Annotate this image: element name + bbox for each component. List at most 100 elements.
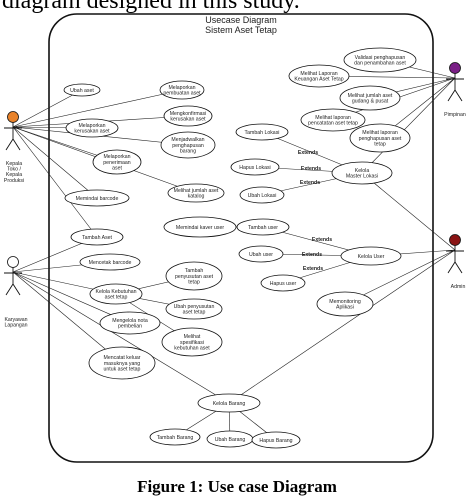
usecase-label: Hapus Barang bbox=[259, 438, 292, 444]
usecase-label: Kelola Barang bbox=[213, 401, 246, 407]
usecase-label: katalog bbox=[188, 194, 205, 200]
usecase-label: Ubah user bbox=[249, 252, 273, 258]
usecase-tambah-barang: Tambah Barang bbox=[149, 428, 201, 446]
usecase-ellipse bbox=[159, 80, 205, 100]
usecase-label: aset tetap bbox=[105, 295, 128, 301]
usecase-ellipse bbox=[89, 283, 143, 305]
usecase-label: Mengkonfirmasi bbox=[170, 111, 207, 117]
usecase-ellipse bbox=[165, 261, 223, 291]
usecase-ellipse bbox=[65, 118, 119, 138]
usecase-hapus-user: Hapus user bbox=[260, 274, 306, 292]
usecase-label: gudang & pusat bbox=[352, 99, 389, 105]
usecase-label: Melihat laporan bbox=[315, 115, 351, 121]
usecase-ellipse bbox=[92, 149, 142, 175]
actor-leg bbox=[5, 138, 14, 151]
usecase-label: spesifikasi bbox=[180, 340, 204, 346]
usecase-label: aset tetap bbox=[183, 310, 206, 316]
usecase-kelola-user: Kelola User bbox=[340, 246, 402, 266]
usecase-hapus-lokasi: Hapus Lokasi bbox=[230, 158, 280, 176]
usecase-label: Kelola bbox=[355, 168, 370, 174]
usecase-label: Melihat bbox=[184, 334, 201, 340]
usecase-ellipse bbox=[167, 183, 225, 203]
usecase-label: Mencatat keluar bbox=[104, 355, 141, 361]
usecase-label: pembelian bbox=[118, 324, 142, 330]
association-line bbox=[361, 77, 456, 174]
usecase-ellipse bbox=[235, 123, 289, 141]
usecase-ellipse bbox=[343, 47, 417, 73]
actor-head bbox=[449, 234, 461, 246]
association-line bbox=[12, 89, 183, 128]
usecase-label: Tambah Aset bbox=[82, 235, 113, 241]
usecase-label: Hapus Lokasi bbox=[239, 165, 270, 171]
usecase-label: Melihat Laporan bbox=[300, 71, 337, 77]
usecase-ellipse bbox=[149, 428, 201, 446]
usecase-ellipse bbox=[161, 327, 223, 357]
usecase-memindai-barcode-b: Memindai kaver user bbox=[163, 216, 237, 238]
usecase-label: Memindai kaver user bbox=[176, 225, 224, 231]
usecase-ellipse bbox=[251, 431, 301, 449]
actor-leg bbox=[5, 283, 14, 296]
diagram-title: Usecase Diagram bbox=[205, 15, 277, 25]
usecase-ellipse bbox=[230, 158, 280, 176]
usecase-ellipse bbox=[260, 274, 306, 292]
usecase-label: Tambah user bbox=[248, 225, 278, 231]
usecase-ellipse bbox=[197, 393, 261, 413]
usecase-label: Master Lokasi bbox=[346, 174, 378, 180]
usecase-tambah-lokasi: Tambah Lokasi bbox=[235, 123, 289, 141]
actor-leg bbox=[454, 89, 463, 102]
actor-label: Produksi bbox=[4, 178, 24, 184]
usecase-label: Ubah aset bbox=[70, 88, 94, 94]
usecase-label: Keuangan Aset Tetap bbox=[294, 77, 343, 83]
usecase-label: Melaporkan bbox=[168, 85, 195, 91]
usecase-label: Ubah penyusutan bbox=[174, 304, 215, 310]
usecase-label: Tambah Barang bbox=[157, 435, 194, 441]
actor-leg bbox=[12, 283, 21, 296]
usecase-label: Melaporkan bbox=[103, 154, 130, 160]
usecase-label: penerimaan bbox=[103, 160, 131, 166]
usecase-ellipse bbox=[331, 161, 393, 185]
usecase-ellipse bbox=[160, 131, 216, 159]
actor-pimpinan: Pimpinan bbox=[444, 62, 466, 118]
actor-head bbox=[7, 111, 19, 123]
actor-label: Kepala bbox=[6, 161, 22, 167]
usecase-ellipse bbox=[238, 245, 284, 263]
usecase-label: Kelola Kebutuhan bbox=[96, 289, 137, 295]
actor-head bbox=[449, 62, 461, 74]
usecase-label: kerusakan aset bbox=[74, 129, 110, 135]
usecase-ellipse bbox=[99, 311, 161, 335]
usecase-ellipse bbox=[79, 253, 141, 271]
usecase-label: Tambah bbox=[185, 268, 204, 274]
association-line bbox=[12, 271, 123, 364]
actor-label: Toko / bbox=[7, 167, 21, 173]
usecase-label: penyusutan aset bbox=[175, 274, 214, 280]
usecase-label: penghapusan bbox=[172, 143, 204, 149]
usecase-label: tetap bbox=[188, 279, 200, 285]
association-line bbox=[228, 249, 456, 404]
usecase-ellipse bbox=[340, 246, 402, 266]
usecase-ellipse bbox=[339, 85, 401, 111]
actor-leg bbox=[454, 261, 463, 274]
extends-label: Extends bbox=[301, 166, 321, 172]
usecase-label: tetap bbox=[374, 141, 386, 147]
actor-leg bbox=[447, 89, 456, 102]
top-caption: diagram designed in this study. bbox=[2, 0, 300, 14]
usecase-label: Melaporkan bbox=[78, 123, 105, 129]
usecase-label: Menjadwalkan bbox=[171, 137, 204, 143]
usecase-label: Mencetak barcode bbox=[89, 260, 132, 266]
usecase-mencetak-barcode: Mencetak barcode bbox=[79, 253, 141, 271]
